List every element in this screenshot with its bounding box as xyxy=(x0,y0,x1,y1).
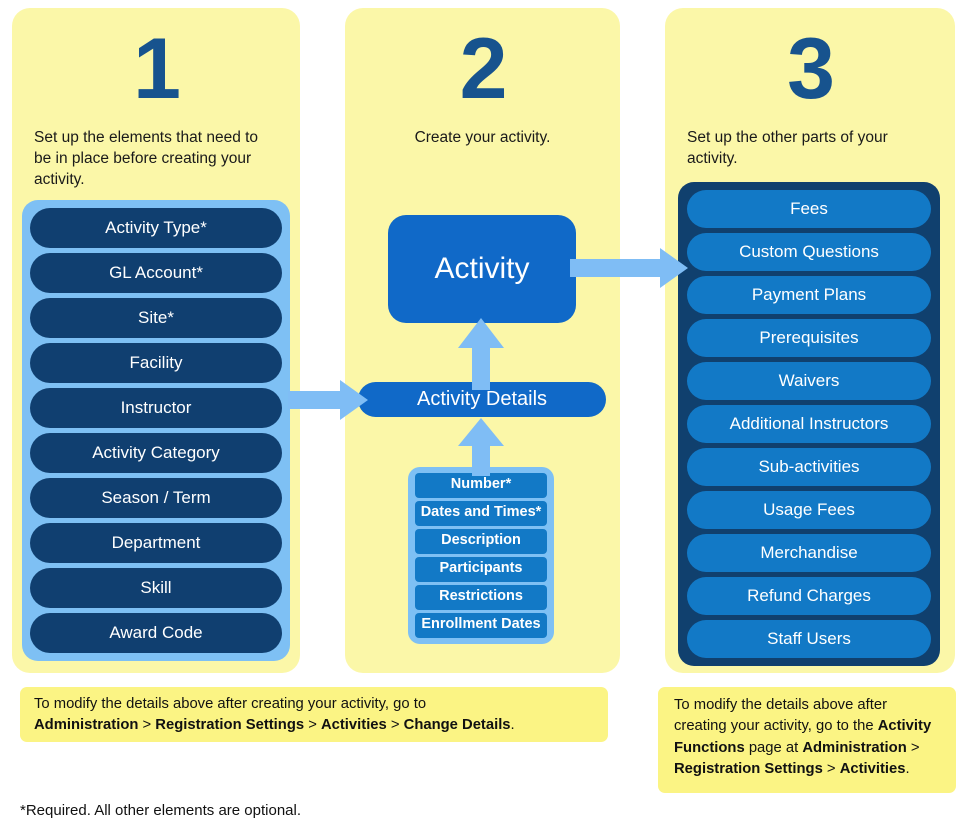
step-caption-1: Set up the elements that need to be in p… xyxy=(34,129,259,188)
function-pill-fees[interactable]: Fees xyxy=(687,190,931,228)
element-pill-site[interactable]: Site* xyxy=(30,298,282,338)
element-pill-gl-account[interactable]: GL Account* xyxy=(30,253,282,293)
step-number-3: 3 xyxy=(787,21,835,117)
detail-item-participants[interactable]: Participants xyxy=(415,556,547,582)
function-pill-merchandise[interactable]: Merchandise xyxy=(687,534,931,572)
note-right-page-suffix: page at xyxy=(748,739,799,756)
note-change-details: To modify the details above after creati… xyxy=(20,687,608,742)
note-left-path-2: Activities xyxy=(320,717,387,734)
detail-item-restrictions[interactable]: Restrictions xyxy=(415,584,547,610)
note-right-line1: To modify the details above after creati… xyxy=(674,697,888,735)
note-left-sep-1: > xyxy=(304,717,321,734)
element-pill-facility[interactable]: Facility xyxy=(30,343,282,383)
note-left-path-3: Change Details xyxy=(403,717,511,734)
note-right-page-name: Activity Functions xyxy=(674,718,932,756)
note-right-sep-0: > xyxy=(906,739,920,756)
function-pill-custom-questions[interactable]: Custom Questions xyxy=(687,233,931,271)
function-pill-staff-users[interactable]: Staff Users xyxy=(687,620,931,658)
function-pill-sub-activities[interactable]: Sub-activities xyxy=(687,448,931,486)
activity-box-label: Activity xyxy=(434,252,530,285)
setup-elements-group: Activity Type* GL Account* Site* Facilit… xyxy=(22,200,290,661)
activity-box[interactable]: Activity xyxy=(388,215,576,323)
function-pill-usage-fees[interactable]: Usage Fees xyxy=(687,491,931,529)
function-pill-refund-charges[interactable]: Refund Charges xyxy=(687,577,931,615)
element-pill-award-code[interactable]: Award Code xyxy=(30,613,282,653)
note-left-period: . xyxy=(510,717,515,734)
note-right-period: . xyxy=(905,761,910,778)
element-pill-season-term[interactable]: Season / Term xyxy=(30,478,282,518)
required-footnote: *Required. All other elements are option… xyxy=(20,802,302,819)
function-pill-waivers[interactable]: Waivers xyxy=(687,362,931,400)
note-left-line1: To modify the details above after creati… xyxy=(34,696,427,712)
note-left-path-1: Registration Settings xyxy=(155,717,305,734)
note-right-path-1: Registration Settings xyxy=(674,761,823,778)
step-number-1: 1 xyxy=(133,21,181,117)
activity-functions-group: Fees Custom Questions Payment Plans Prer… xyxy=(678,182,940,666)
activity-details-label: Activity Details xyxy=(416,388,548,410)
element-pill-instructor[interactable]: Instructor xyxy=(30,388,282,428)
function-pill-payment-plans[interactable]: Payment Plans xyxy=(687,276,931,314)
note-right-sep-1: > xyxy=(822,761,840,778)
function-pill-additional-instructors[interactable]: Additional Instructors xyxy=(687,405,931,443)
element-pill-activity-category[interactable]: Activity Category xyxy=(30,433,282,473)
step-caption-2: Create your activity. xyxy=(414,129,551,146)
note-activity-functions: To modify the details above after creati… xyxy=(658,687,956,793)
arrow-up-icon-fields-to-details xyxy=(458,418,504,476)
note-left-sep-0: > xyxy=(138,717,156,734)
detail-item-description[interactable]: Description xyxy=(415,528,547,554)
arrow-up-icon-details-to-activity xyxy=(458,318,504,390)
element-pill-activity-type[interactable]: Activity Type* xyxy=(30,208,282,248)
note-left-sep-2: > xyxy=(386,717,404,734)
arrow-right-icon-activity-to-step3 xyxy=(570,248,688,288)
note-right-path-0: Administration xyxy=(802,739,907,756)
note-right-path-2: Activities xyxy=(839,761,906,778)
detail-item-number[interactable]: Number* xyxy=(415,473,547,498)
activity-details-box[interactable]: Activity Details xyxy=(358,382,606,417)
detail-item-dates-and-times[interactable]: Dates and Times* xyxy=(415,500,547,526)
function-pill-prerequisites[interactable]: Prerequisites xyxy=(687,319,931,357)
step-caption-3: Set up the other parts of your activity. xyxy=(687,129,888,167)
element-pill-department[interactable]: Department xyxy=(30,523,282,563)
note-left-path-0: Administration xyxy=(34,717,139,734)
arrow-right-icon-step1-to-details xyxy=(288,380,368,420)
element-pill-skill[interactable]: Skill xyxy=(30,568,282,608)
step-number-2: 2 xyxy=(459,21,508,117)
activity-detail-fields-group: Number* Dates and Times* Description Par… xyxy=(408,467,554,644)
detail-item-enrollment-dates[interactable]: Enrollment Dates xyxy=(415,612,547,638)
